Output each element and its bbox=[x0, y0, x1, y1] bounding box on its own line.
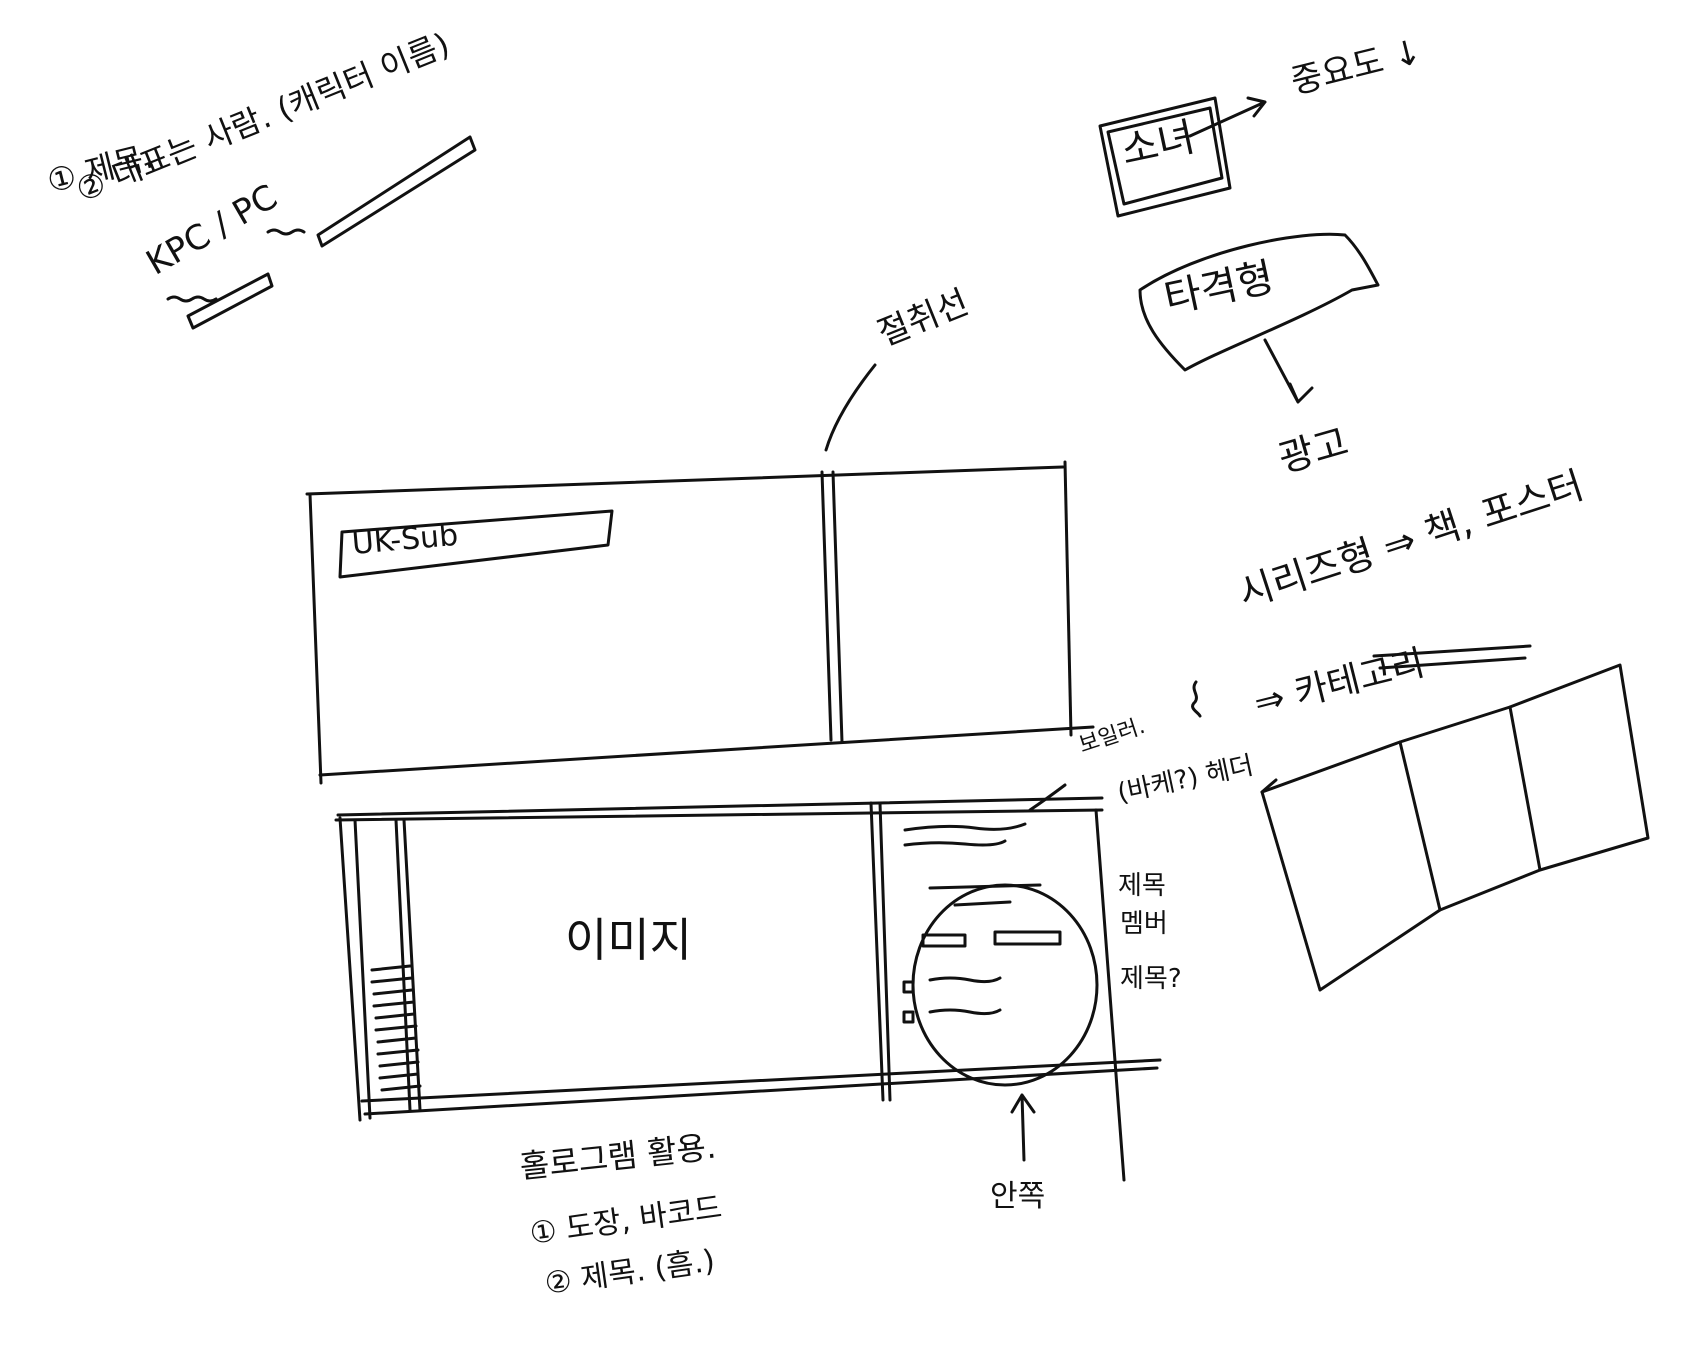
bottom-arrow-label: 안쪽 bbox=[990, 1179, 1046, 1214]
top-arrow bbox=[1188, 96, 1267, 138]
lower-left-strip-outer bbox=[338, 816, 362, 1122]
input-box-long bbox=[316, 135, 477, 248]
card-right-border bbox=[1063, 460, 1073, 737]
bottom-arrow bbox=[1010, 1093, 1036, 1162]
card-middle-line-1 bbox=[318, 725, 1095, 777]
card-left-border bbox=[308, 492, 323, 785]
speech-bubble bbox=[1138, 232, 1380, 372]
lower-right-edge bbox=[1094, 808, 1126, 1182]
squiggle-kpc bbox=[166, 295, 218, 303]
top-box bbox=[1098, 96, 1232, 218]
card-top-border bbox=[305, 465, 1065, 496]
squiggle-pc bbox=[266, 228, 306, 236]
lower-right-divider-1 bbox=[869, 801, 885, 1102]
input-box-short bbox=[186, 272, 274, 330]
connector-line bbox=[824, 363, 877, 452]
series-panels bbox=[1191, 644, 1650, 992]
lower-bottom-border-2 bbox=[363, 1066, 1159, 1116]
card-divider-vertical-2 bbox=[831, 470, 844, 744]
lower-left-strip-inner-1 bbox=[353, 818, 372, 1120]
top-box-inner bbox=[1106, 106, 1224, 206]
lower-right-divider-2 bbox=[878, 801, 892, 1102]
image-placeholder-label: 이미지 bbox=[565, 913, 692, 967]
bubble-arrow bbox=[1263, 338, 1314, 404]
side-label-member: 멤버 bbox=[1120, 909, 1168, 939]
right-panel-scribbles bbox=[902, 783, 1099, 1087]
card-middle-line-2 bbox=[336, 796, 1104, 817]
card-divider-vertical-1 bbox=[820, 470, 833, 742]
lower-bottom-border bbox=[360, 1058, 1162, 1103]
side-label-title: 제목 bbox=[1118, 871, 1166, 901]
side-label-extra: 제목? bbox=[1120, 964, 1182, 994]
left-strip-hatching bbox=[370, 964, 422, 1092]
card-name-box bbox=[338, 509, 614, 579]
lower-top-border bbox=[334, 808, 1104, 822]
